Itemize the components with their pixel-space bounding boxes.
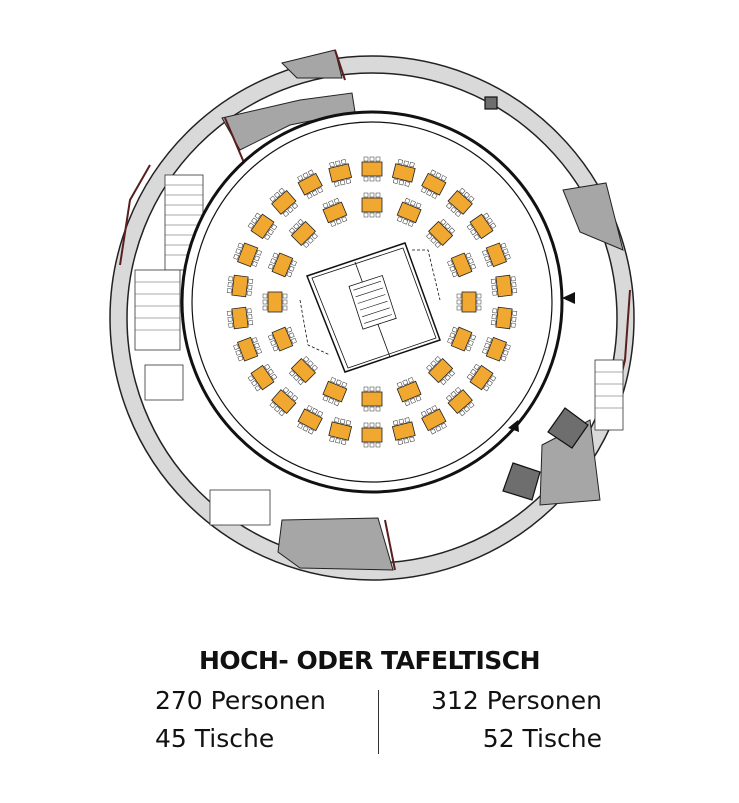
table: [262, 291, 288, 313]
table: [328, 159, 353, 187]
left-tables: 45 Tische: [155, 724, 275, 753]
table: [269, 386, 299, 417]
table: [490, 306, 518, 330]
table: [247, 212, 278, 241]
table: [267, 252, 297, 278]
table: [361, 422, 383, 448]
table: [445, 187, 475, 218]
table: [361, 156, 383, 182]
table: [420, 169, 447, 199]
table: [226, 274, 254, 298]
table: [447, 252, 477, 278]
table: [328, 417, 353, 445]
table: [426, 356, 456, 386]
table: [396, 377, 422, 407]
entry-arrow-icon: [562, 292, 575, 304]
table: [267, 326, 297, 352]
table: [288, 356, 318, 386]
table: [226, 306, 254, 330]
table: [445, 386, 475, 417]
table: [490, 274, 518, 298]
table: [391, 417, 416, 445]
caption-divider: [378, 690, 379, 754]
stair-lines: [135, 184, 623, 409]
table: [288, 218, 318, 248]
table: [361, 386, 383, 412]
table: [456, 291, 482, 313]
table: [322, 197, 348, 227]
table: [269, 187, 299, 218]
table: [297, 169, 324, 199]
left-persons: 270 Personen: [155, 686, 326, 715]
table: [361, 192, 383, 218]
table: [247, 363, 278, 392]
entry-arrow-icon: [508, 420, 519, 432]
layout-title: HOCH- ODER TAFELTISCH: [198, 646, 541, 675]
table: [482, 336, 511, 362]
table: [420, 405, 447, 435]
table: [482, 242, 511, 268]
side-rooms: [221, 49, 624, 571]
table: [466, 212, 497, 241]
table: [396, 197, 422, 227]
table: [322, 377, 348, 407]
table: [447, 326, 477, 352]
right-persons: 312 Personen: [431, 686, 602, 715]
hall-inner-ring: [191, 121, 553, 483]
stairs: [134, 174, 624, 526]
stage: [299, 242, 441, 373]
table: [391, 159, 416, 187]
equipment-boxes: [484, 96, 589, 501]
tables-layer: [226, 156, 518, 448]
floor-plan: [109, 49, 635, 581]
table: [297, 405, 324, 435]
table: [233, 242, 262, 268]
table: [233, 336, 262, 362]
table: [466, 363, 497, 392]
right-tables: 52 Tische: [482, 724, 602, 753]
table: [426, 218, 456, 248]
